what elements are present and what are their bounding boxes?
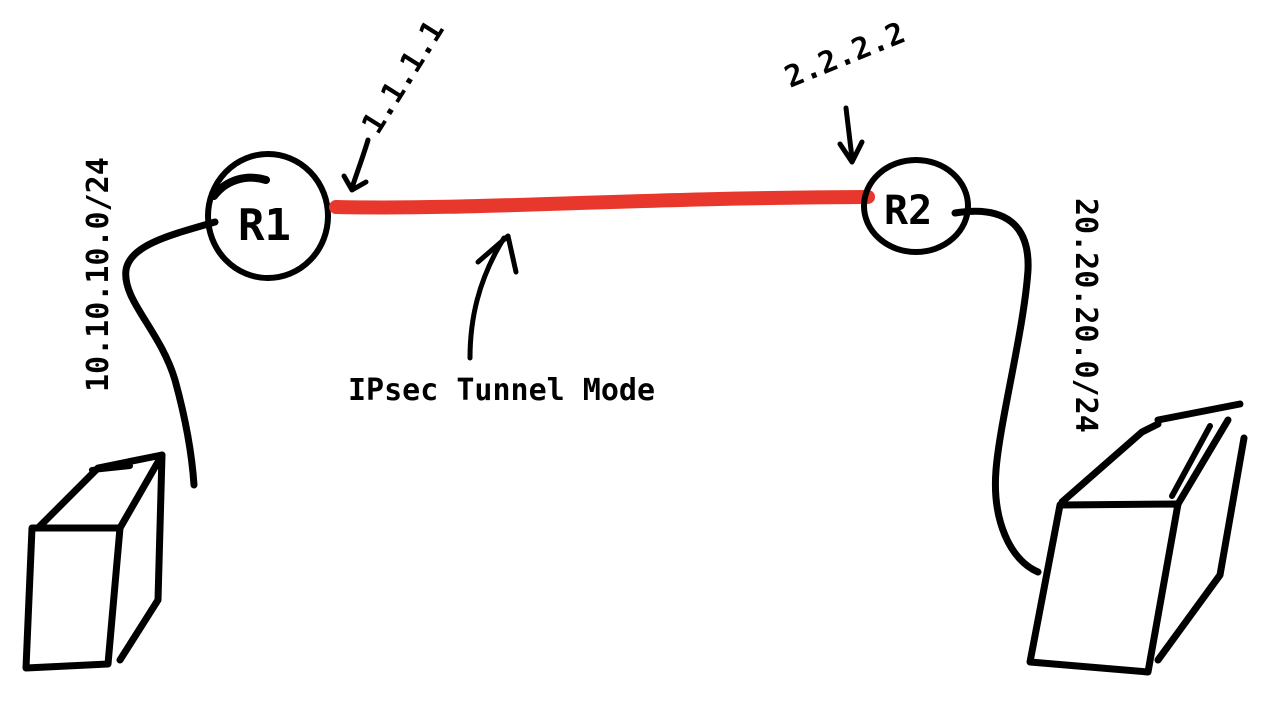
- left-subnet-label: 10.10.10.0/24: [81, 157, 116, 392]
- r1-ip-arrow: [341, 137, 371, 193]
- r2-ip-label: 2.2.2.2: [780, 16, 910, 96]
- r1-ip-label: 1.1.1.1: [355, 14, 452, 140]
- r1-router: R1: [205, 151, 331, 281]
- r2-label: R2: [884, 188, 932, 234]
- right-host-box: [1026, 400, 1248, 676]
- tunnel-arrow: [467, 233, 519, 361]
- r1-label: R1: [238, 200, 291, 251]
- left-host-box: [22, 451, 166, 672]
- r2-ip-arrow: [837, 105, 865, 165]
- left-cable: [122, 218, 219, 489]
- right-cable: [951, 207, 1042, 576]
- r2-router: R2: [861, 157, 971, 255]
- tunnel-label: IPsec Tunnel Mode: [348, 373, 655, 408]
- ipsec-tunnel-line: [329, 190, 875, 215]
- right-subnet-label: 20.20.20.0/24: [1068, 198, 1103, 433]
